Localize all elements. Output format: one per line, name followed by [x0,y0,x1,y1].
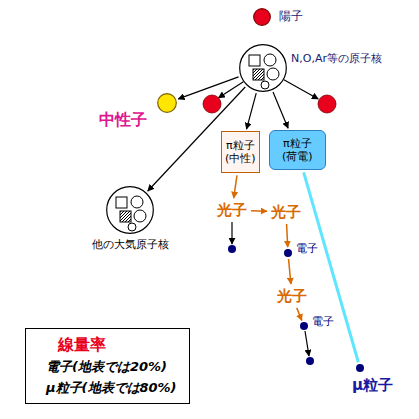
electron-dot: 電子 [300,322,308,330]
arrow-line [284,80,318,99]
electron-dot-text: 電子 [312,315,334,328]
muon-dot-text: μ粒子 [352,376,393,394]
connector [289,259,291,284]
pion-box: π粒子 (荷電) [269,130,326,170]
photon-label-text: 光子 [271,203,301,221]
nucleus-circle [106,186,154,234]
electron-dot [300,322,308,330]
electron-dot-text: 電子 [296,242,318,255]
nucleus-circle-text: 他の大気原子核 [92,238,169,251]
photon-label: 光子 [215,200,249,220]
arrow-line [219,82,244,98]
proton-circle [318,95,336,113]
pion-box-text: π粒子 (荷電) [282,137,313,163]
legend-box: 線量率電子(地表では20%) μ粒子(地表では80%) [25,328,190,404]
nucleus-circle [239,44,287,92]
electron-dot [284,249,292,257]
arrow-line [305,331,309,356]
pion-box-text: π粒子 (中性) [225,139,256,165]
electron-dot [228,245,236,253]
proton-circle [203,95,221,113]
nucleus-circle: N,O,Ar等の原子核 [239,44,287,92]
connector [297,308,302,321]
legend-title: 線量率 [58,335,177,354]
neutron-circle [157,93,177,113]
connector [178,77,238,99]
connector [247,93,257,129]
proton-circle: 陽子 [253,8,271,26]
neutron-circle: 中性子 [157,93,177,113]
photon-label-text: 光子 [217,201,247,219]
connector [287,224,288,247]
connector [251,210,267,212]
electron-dot: 電子 [284,249,292,257]
electron-dot [306,357,314,365]
connector [234,175,237,198]
muon-dot: μ粒子 [356,364,364,372]
pion-box: π粒子 (中性) [221,131,260,173]
proton-circle [253,8,271,26]
legend-entry: 電子(地表では20%) [46,359,177,375]
arrow-line [231,222,232,244]
photon-label: 光子 [275,286,309,306]
neutron-circle-text: 中性子 [99,110,147,129]
photon-label-text: 光子 [277,287,307,305]
nucleus-circle: 他の大気原子核 [106,186,154,234]
muon-dot [356,364,364,372]
connector [273,92,288,128]
nucleus-circle-text: N,O,Ar等の原子核 [291,52,382,65]
proton-circle-text: 陽子 [279,9,303,23]
legend-entry: μ粒子(地表では80%) [46,380,177,396]
photon-label: 光子 [269,202,303,222]
connector [304,172,359,362]
